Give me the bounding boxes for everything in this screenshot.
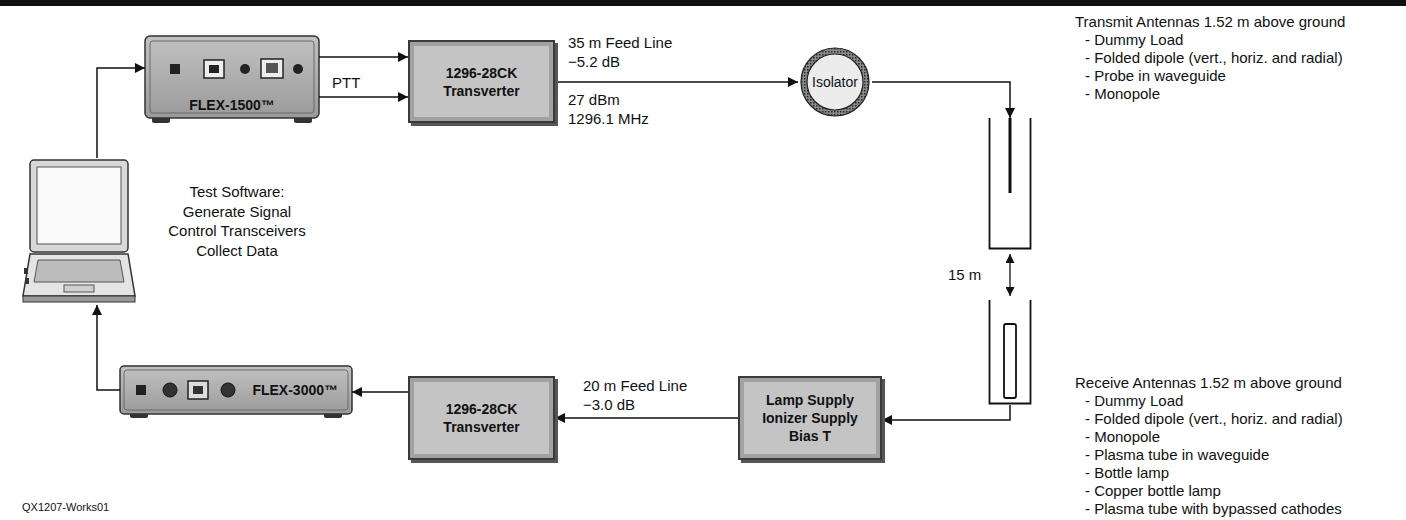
- signal-line: [319, 96, 408, 98]
- dimension-line: [1009, 254, 1010, 296]
- antenna-outline: [988, 300, 1032, 405]
- signal-line: [97, 68, 145, 158]
- radio-box: FLEX-3000™: [120, 366, 352, 414]
- node-text: - Monopole: [1075, 428, 1343, 446]
- node-label: FLEX-1500™: [189, 97, 275, 113]
- text-holder: Isolator: [812, 74, 858, 90]
- signal-line: [555, 81, 798, 83]
- node-text: - Folded dipole (vert., horiz. and radia…: [1075, 49, 1345, 67]
- node-label: Receive Antennas 1.52 m above ground: [1075, 374, 1343, 392]
- transverter-box: 1296-28CK Transverter: [408, 40, 555, 123]
- transverter-box: 1296-28CK Transverter: [408, 376, 555, 460]
- line-label: 20 m Feed Line −3.0 dB: [581, 376, 710, 414]
- signal-label: 1296.1 MHz: [566, 109, 651, 128]
- node-text: - Monopole: [1075, 85, 1345, 103]
- signal-line: [882, 405, 1010, 420]
- laptop: Test Software:Generate Signal Control Tr…: [20, 158, 136, 305]
- antenna: Transmit Antennas 1.52 m above ground- D…: [988, 118, 1032, 250]
- text-holder: 1296-28CK Transverter: [422, 400, 541, 436]
- text-holder: Transmit Antennas 1.52 m above ground- D…: [1075, 13, 1345, 103]
- node-text: - Plasma tube in waveguide: [1075, 446, 1343, 464]
- text-holder: Test Software:Generate Signal Control Tr…: [142, 182, 332, 260]
- signal-line: [319, 56, 408, 58]
- signal-label: 27 dBm: [566, 90, 622, 109]
- supply-box: Lamp Supply Ionizer Supply Bias T: [738, 376, 882, 460]
- text-holder: FLEX-1500™: [189, 97, 275, 113]
- node-text: - Plasma tube with bypassed cathodes: [1075, 500, 1343, 518]
- node-text: - Dummy Load: [1075, 392, 1343, 410]
- radio-box: FLEX-1500™: [145, 36, 319, 118]
- text-holder: 1296-28CK Transverter: [422, 64, 541, 100]
- signal-line: [97, 305, 120, 390]
- text-holder: FLEX-3000™: [252, 382, 338, 398]
- node-label: 1296-28CK Transverter: [422, 400, 541, 436]
- figure-id: QX1207-Works01: [20, 500, 111, 515]
- node-label: Isolator: [812, 74, 858, 90]
- text-holder: Receive Antennas 1.52 m above ground- Du…: [1075, 374, 1343, 518]
- text-holder: Lamp Supply Ionizer Supply Bias T: [752, 391, 868, 445]
- dimension-label: 15 m: [946, 265, 983, 284]
- node-text: - Bottle lamp: [1075, 464, 1343, 482]
- radio-illustration: [145, 36, 319, 123]
- node-label: FLEX-3000™: [252, 382, 338, 398]
- signal-line: [872, 82, 1010, 118]
- node-label: 1296-28CK Transverter: [422, 64, 541, 100]
- node-text: - Copper bottle lamp: [1075, 482, 1343, 500]
- signal-line: [352, 391, 408, 393]
- node-text: - Dummy Load: [1075, 31, 1345, 49]
- node-label: Lamp Supply Ionizer Supply Bias T: [752, 391, 868, 445]
- node-label: Test Software:: [142, 182, 332, 202]
- node-text: - Folded dipole (vert., horiz. and radia…: [1075, 410, 1343, 428]
- node-label: Transmit Antennas 1.52 m above ground: [1075, 13, 1345, 31]
- line-label: PTT: [330, 73, 362, 92]
- node-text: - Probe in waveguide: [1075, 67, 1345, 85]
- antenna-outline: [988, 118, 1032, 250]
- isolator-circle: Isolator: [798, 45, 872, 119]
- line-label: 35 m Feed Line −5.2 dB: [566, 33, 695, 71]
- node-text: Generate Signal Control Transceivers Col…: [158, 202, 316, 261]
- signal-line: [555, 417, 738, 419]
- top-bar: [0, 0, 1406, 6]
- laptop-illustration: [20, 158, 136, 305]
- radio-illustration: [120, 366, 352, 418]
- antenna: Receive Antennas 1.52 m above ground- Du…: [988, 300, 1032, 405]
